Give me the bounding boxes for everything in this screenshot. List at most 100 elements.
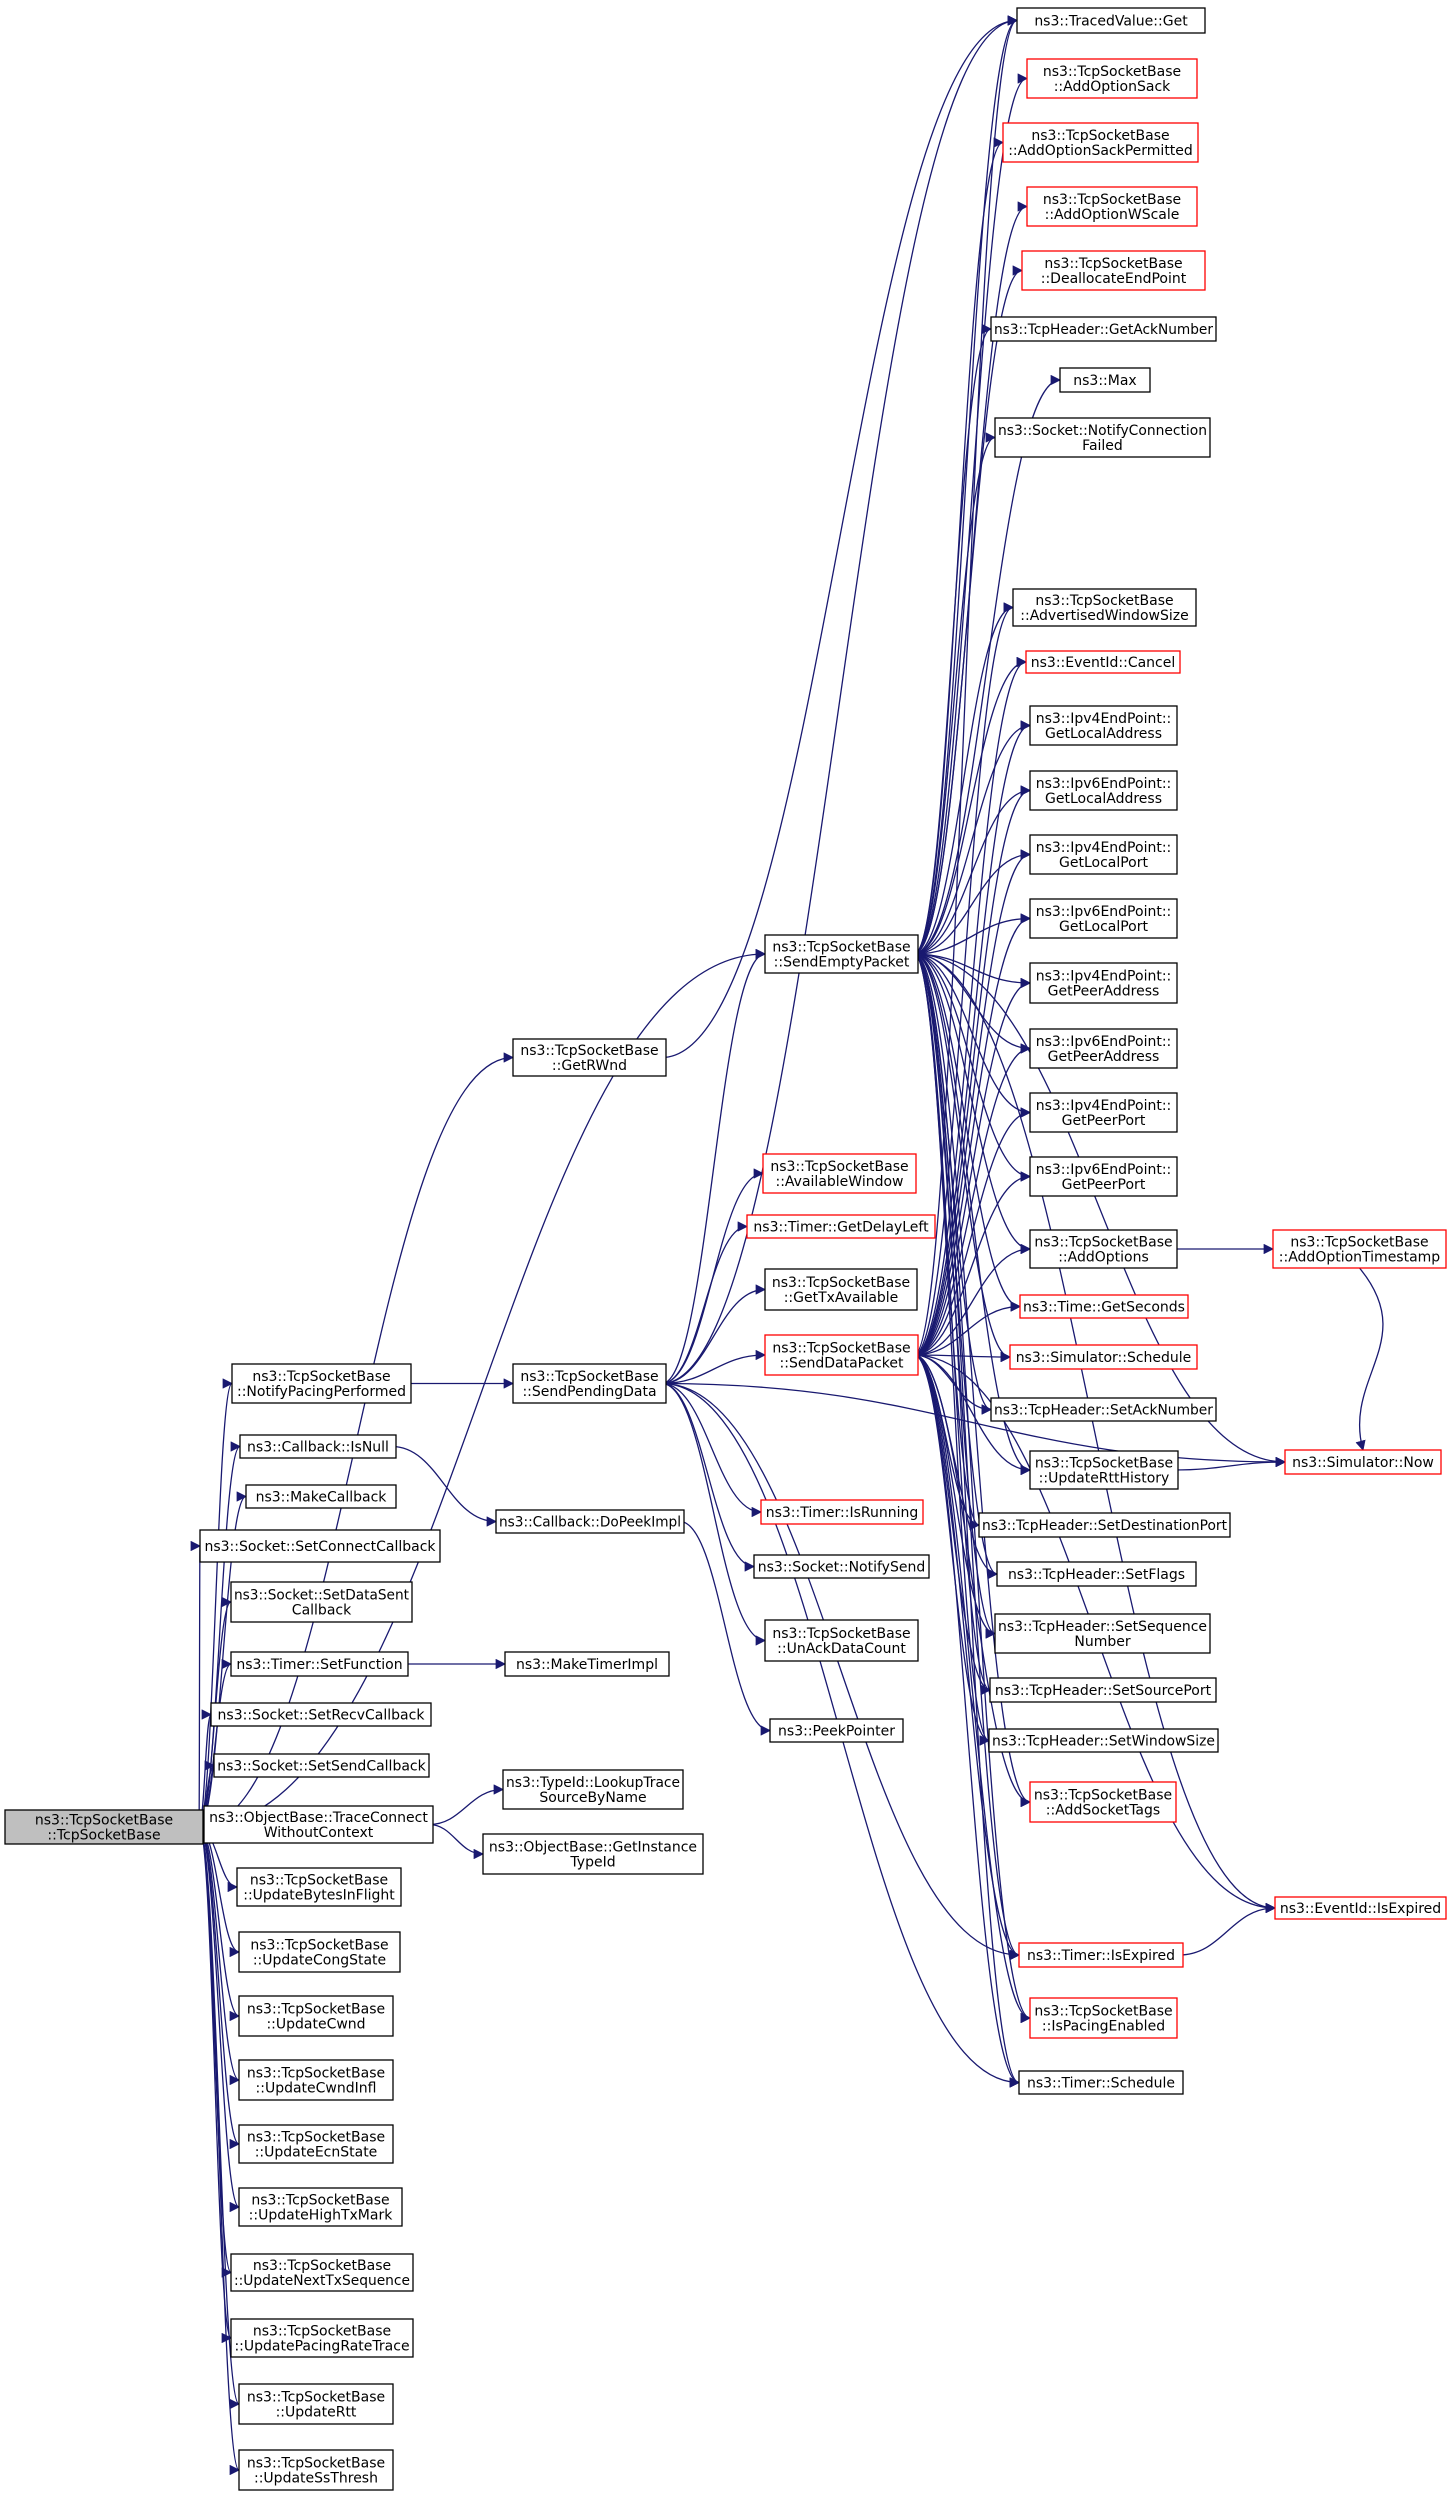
node-deallocate[interactable]: ns3::TcpSocketBase::DeallocateEndPoint xyxy=(1021,250,1206,291)
node-ipv4peer[interactable]: ns3::Ipv4EndPoint::GetPeerAddress xyxy=(1029,962,1178,1004)
node-box xyxy=(990,316,1217,342)
node-dopeekimpl[interactable]: ns3::Callback::DoPeekImpl xyxy=(495,1509,685,1534)
node-tracedget[interactable]: ns3::TracedValue::Get xyxy=(1016,7,1206,34)
node-ispacing[interactable]: ns3::TcpSocketBase::IsPacingEnabled xyxy=(1029,1997,1178,2039)
node-label: ns3::TcpSocketBase xyxy=(247,2130,385,2146)
node-addsockettags[interactable]: ns3::TcpSocketBase::AddSocketTags xyxy=(1029,1781,1177,1823)
edge-senddata-to-ipv6local xyxy=(913,785,1032,1356)
node-label: ::AddOptions xyxy=(1058,1250,1149,1266)
node-updatecwnd[interactable]: ns3::TcpSocketBase::UpdateCwnd xyxy=(238,1995,394,2037)
edge-sendpending-to-senddata xyxy=(661,1349,767,1385)
node-label: ns3::Socket::NotifySend xyxy=(758,1560,925,1576)
node-setacknumber[interactable]: ns3::TcpHeader::SetAckNumber xyxy=(990,1397,1217,1422)
node-addoptionsack[interactable]: ns3::TcpSocketBase::AddOptionSack xyxy=(1026,58,1198,99)
node-simnow[interactable]: ns3::Simulator::Now xyxy=(1284,1449,1442,1475)
node-eventisexpired[interactable]: ns3::EventId::IsExpired xyxy=(1274,1896,1447,1920)
node-updatecong[interactable]: ns3::TcpSocketBase::UpdateCongState xyxy=(238,1931,401,1973)
node-label: ns3::ObjectBase::TraceConnect xyxy=(209,1810,428,1826)
node-label: ns3::TcpSocketBase xyxy=(1034,1235,1172,1251)
edge-senddata-to-addoptions xyxy=(913,1243,1032,1356)
node-maketimerimpl[interactable]: ns3::MakeTimerImpl xyxy=(504,1651,670,1677)
node-updatepacing[interactable]: ns3::TcpSocketBase::UpdatePacingRateTrac… xyxy=(230,2318,414,2358)
edge-root-to-updatehightx xyxy=(198,1826,241,2213)
node-unackdata[interactable]: ns3::TcpSocketBase::UnAckDataCount xyxy=(764,1619,919,1662)
node-box xyxy=(502,1769,684,1810)
node-setconnectcb[interactable]: ns3::Socket::SetConnectCallback xyxy=(199,1529,441,1563)
node-label: ns3::Timer::IsExpired xyxy=(1027,1948,1175,1964)
node-max[interactable]: ns3::Max xyxy=(1059,367,1151,393)
node-timerisrunning[interactable]: ns3::Timer::IsRunning xyxy=(760,1499,924,1525)
node-timerisexpired[interactable]: ns3::Timer::IsExpired xyxy=(1018,1942,1184,1968)
node-availablewindow[interactable]: ns3::TcpSocketBase::AvailableWindow xyxy=(762,1153,917,1194)
node-notifypacing[interactable]: ns3::TcpSocketBase::NotifyPacingPerforme… xyxy=(231,1363,412,1404)
edge-cbisnull-to-dopeekimpl xyxy=(391,1445,498,1527)
node-advwindow[interactable]: ns3::TcpSocketBase::AdvertisedWindowSize xyxy=(1012,588,1197,627)
node-addopttimestamp[interactable]: ns3::TcpSocketBase::AddOptionTimestamp xyxy=(1272,1229,1447,1269)
node-label: ::AvailableWindow xyxy=(775,1174,903,1190)
node-peekpointer[interactable]: ns3::PeekPointer xyxy=(769,1718,904,1743)
node-addoptionsackperm[interactable]: ns3::TcpSocketBase::AddOptionSackPermitt… xyxy=(1002,122,1199,163)
node-box xyxy=(769,1718,904,1743)
edge-senddata-to-timegetseconds xyxy=(913,1301,1022,1356)
node-makecallback[interactable]: ns3::MakeCallback xyxy=(245,1484,397,1509)
node-getdelayleft[interactable]: ns3::Timer::GetDelayLeft xyxy=(746,1214,936,1239)
node-sendpending[interactable]: ns3::TcpSocketBase::SendPendingData xyxy=(512,1363,667,1404)
node-timerschedule[interactable]: ns3::Timer::Schedule xyxy=(1018,2070,1184,2095)
node-senddata[interactable]: ns3::TcpSocketBase::SendDataPacket xyxy=(764,1334,919,1376)
node-sendempty[interactable]: ns3::TcpSocketBase::SendEmptyPacket xyxy=(764,934,919,974)
node-ipv4local[interactable]: ns3::Ipv4EndPoint::GetLocalAddress xyxy=(1029,705,1178,746)
edge-senddata-to-tracedget xyxy=(913,15,1019,1356)
node-simschedule[interactable]: ns3::Simulator::Schedule xyxy=(1009,1344,1198,1370)
edge-sendempty-to-max xyxy=(913,374,1062,955)
node-updatehightx[interactable]: ns3::TcpSocketBase::UpdateHighTxMark xyxy=(238,2187,403,2227)
node-updatenexttx[interactable]: ns3::TcpSocketBase::UpdateNextTxSequence xyxy=(230,2253,414,2292)
node-updatebytes[interactable]: ns3::TcpSocketBase::UpdateBytesInFlight xyxy=(236,1867,402,1907)
node-setsendcb[interactable]: ns3::Socket::SetSendCallback xyxy=(213,1753,430,1778)
node-updatessthresh[interactable]: ns3::TcpSocketBase::UpdateSsThresh xyxy=(238,2449,394,2491)
node-setrecvcb[interactable]: ns3::Socket::SetRecvCallback xyxy=(210,1702,432,1727)
node-setsourceport[interactable]: ns3::TcpHeader::SetSourcePort xyxy=(989,1677,1217,1703)
node-timegetseconds[interactable]: ns3::Time::GetSeconds xyxy=(1019,1294,1189,1319)
node-traceconnect[interactable]: ns3::ObjectBase::TraceConnectWithoutCont… xyxy=(203,1805,434,1844)
node-root[interactable]: ns3::TcpSocketBase::TcpSocketBase xyxy=(4,1809,204,1845)
node-label: ::AddOptionSackPermitted xyxy=(1008,143,1193,159)
node-label: ::SendPendingData xyxy=(522,1384,656,1400)
node-timersetfunction[interactable]: ns3::Timer::SetFunction xyxy=(230,1651,409,1677)
node-eventcancel[interactable]: ns3::EventId::Cancel xyxy=(1025,650,1181,674)
node-notifysend[interactable]: ns3::Socket::NotifySend xyxy=(753,1554,930,1579)
node-ipv4localport[interactable]: ns3::Ipv4EndPoint::GetLocalPort xyxy=(1029,834,1178,875)
node-box xyxy=(764,1268,918,1311)
node-gettxavailable[interactable]: ns3::TcpSocketBase::GetTxAvailable xyxy=(764,1268,918,1311)
node-ipv4peerport[interactable]: ns3::Ipv4EndPoint::GetPeerPort xyxy=(1029,1092,1178,1133)
node-label: ns3::TcpSocketBase xyxy=(520,1043,658,1059)
node-ipv6peerport[interactable]: ns3::Ipv6EndPoint::GetPeerPort xyxy=(1029,1156,1178,1197)
node-addoptionwscale[interactable]: ns3::TcpSocketBase::AddOptionWScale xyxy=(1026,186,1198,227)
node-addoptions[interactable]: ns3::TcpSocketBase::AddOptions xyxy=(1029,1229,1178,1269)
node-label: Callback xyxy=(292,1603,352,1619)
node-label: ns3::Socket::SetConnectCallback xyxy=(204,1539,436,1555)
node-updatertt[interactable]: ns3::TcpSocketBase::UpdateRtt xyxy=(238,2383,394,2425)
node-ipv6local[interactable]: ns3::Ipv6EndPoint::GetLocalAddress xyxy=(1029,770,1178,811)
node-cbisnull[interactable]: ns3::Callback::IsNull xyxy=(239,1434,397,1459)
node-setwindowsize[interactable]: ns3::TcpHeader::SetWindowSize xyxy=(988,1728,1219,1753)
node-setflags[interactable]: ns3::TcpHeader::SetFlags xyxy=(996,1561,1197,1587)
node-getacknumber[interactable]: ns3::TcpHeader::GetAckNumber xyxy=(990,316,1217,342)
node-box xyxy=(764,1619,919,1662)
node-updatecwndinfl[interactable]: ns3::TcpSocketBase::UpdateCwndInfl xyxy=(238,2059,394,2101)
node-updaterttHistory[interactable]: ns3::TcpSocketBase::UpdateRttHistory xyxy=(1029,1450,1179,1490)
node-ipv6peer[interactable]: ns3::Ipv6EndPoint::GetPeerAddress xyxy=(1029,1028,1178,1069)
node-label: ns3::TcpSocketBase xyxy=(772,1341,910,1357)
node-box xyxy=(210,1702,432,1727)
node-ipv6localport[interactable]: ns3::Ipv6EndPoint::GetLocalPort xyxy=(1029,898,1178,939)
node-updateecn[interactable]: ns3::TcpSocketBase::UpdateEcnState xyxy=(238,2124,394,2164)
node-setdestport[interactable]: ns3::TcpHeader::SetDestinationPort xyxy=(978,1512,1231,1538)
edge-sendpending-to-notifysend xyxy=(661,1382,756,1572)
node-label: ns3::MakeTimerImpl xyxy=(516,1657,658,1673)
node-label: ns3::Time::GetSeconds xyxy=(1023,1300,1185,1316)
node-getrwnd[interactable]: ns3::TcpSocketBase::GetRWnd xyxy=(512,1038,667,1077)
